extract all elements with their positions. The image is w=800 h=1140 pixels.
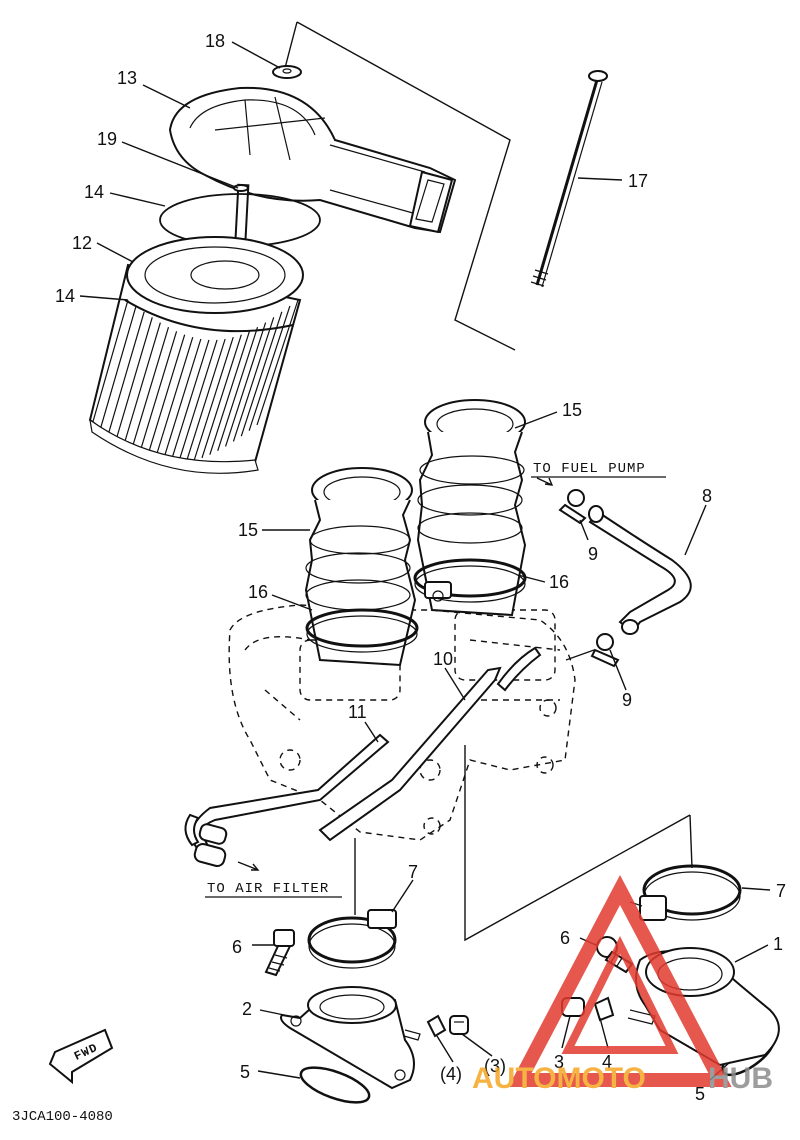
- fuel-hose-8: [588, 505, 692, 635]
- air-filter-cover-13: [168, 86, 457, 234]
- callout-14-lower: 14: [55, 286, 75, 306]
- filter-pleat: [240, 311, 283, 437]
- callout-16-left: 16: [248, 582, 268, 602]
- filter-pleat: [177, 339, 218, 464]
- callout-10: 10: [433, 649, 453, 669]
- lower-frame-lines: [354, 745, 693, 942]
- clamp-7-left: [307, 909, 397, 969]
- screw-6-left: [264, 929, 295, 977]
- callout-19: 19: [97, 129, 117, 149]
- filter-pleat: [256, 299, 299, 426]
- callout-16-right: 16: [549, 572, 569, 592]
- funnel-15-right: [416, 399, 527, 617]
- filter-element-12: [88, 236, 304, 474]
- filter-pleat: [91, 299, 129, 426]
- callout-1: 1: [773, 934, 783, 954]
- hose-11: [184, 733, 390, 868]
- callout-4-paren: (4): [440, 1064, 462, 1084]
- clip-4-left: [426, 1014, 447, 1038]
- callout-2: 2: [242, 999, 252, 1019]
- clip-9-upper: [558, 489, 587, 525]
- filter-pleat: [162, 338, 202, 463]
- cap-3-left: [449, 1015, 469, 1035]
- callout-5-right: 5: [695, 1084, 705, 1104]
- funnel-15-left: [304, 467, 417, 667]
- filter-pleat: [201, 334, 242, 459]
- callout-15-left: 15: [238, 520, 258, 540]
- callout-3-paren: (3): [484, 1056, 506, 1076]
- filter-pleat: [217, 327, 259, 452]
- callout-7-left: 7: [408, 862, 418, 882]
- note-to-air-filter: TO AIR FILTER: [207, 881, 329, 897]
- filter-pleat: [122, 322, 161, 447]
- fwd-arrow: FWD: [48, 1028, 114, 1085]
- callout-numbers: 18 13 19 14 12 14 17 15 15 8 9 16 16 10 …: [55, 31, 786, 1104]
- callout-15-right: 15: [562, 400, 582, 420]
- callout-14-upper: 14: [84, 182, 104, 202]
- clamp-16-left: [305, 608, 419, 653]
- clip-9-lower: [565, 633, 620, 668]
- callout-3: 3: [554, 1052, 564, 1072]
- drawing-code: 3JCA100-4080: [12, 1109, 113, 1125]
- filter-pleat: [209, 331, 250, 455]
- callout-7-right: 7: [776, 881, 786, 901]
- clip-4-right: [593, 996, 615, 1022]
- filter-pleat: [185, 338, 226, 463]
- callout-6-right: 6: [560, 928, 570, 948]
- filter-pleat: [99, 305, 137, 431]
- filter-pleat: [232, 317, 275, 442]
- filter-pleats: [91, 299, 299, 464]
- o-ring-5-left: [299, 1066, 371, 1104]
- filter-pleat: [225, 322, 267, 447]
- clamp-7-right: [629, 864, 742, 921]
- callout-13: 13: [117, 68, 137, 88]
- filter-pleat: [107, 311, 145, 437]
- watermark-text-automoto: AUTOMOTO: [472, 1062, 646, 1095]
- callout-12: 12: [72, 233, 92, 253]
- washer-18: [272, 65, 302, 79]
- filter-pleat: [138, 331, 178, 455]
- clamp-16-right: [413, 558, 527, 603]
- frame-lines: [284, 21, 516, 351]
- leader-lines: [79, 41, 771, 1081]
- callout-6-left: 6: [232, 937, 242, 957]
- hose-10: [318, 646, 542, 842]
- callout-9-upper: 9: [588, 544, 598, 564]
- filter-pleat: [193, 337, 234, 461]
- watermark-logo-triangle: [508, 874, 732, 1087]
- filter-pleat: [154, 337, 194, 461]
- callout-4: 4: [602, 1052, 612, 1072]
- filter-pleat: [114, 317, 153, 442]
- long-bolt-17: [530, 70, 608, 288]
- filter-pleat: [146, 334, 186, 459]
- callout-9-lower: 9: [622, 690, 632, 710]
- callout-11: 11: [348, 702, 367, 722]
- callout-5-left: 5: [240, 1062, 250, 1082]
- note-to-fuel-pump: TO FUEL PUMP: [533, 461, 646, 477]
- callout-17: 17: [628, 171, 648, 191]
- callout-8: 8: [702, 486, 712, 506]
- notes: TO FUEL PUMP TO AIR FILTER: [205, 461, 666, 898]
- watermark-text-hub: HUB: [708, 1062, 773, 1095]
- callout-18: 18: [205, 31, 225, 51]
- filter-pleat: [130, 327, 170, 452]
- watermark: AUTOMOTO HUB: [472, 874, 773, 1095]
- joint-2: [280, 986, 421, 1090]
- filter-pleat: [169, 339, 210, 464]
